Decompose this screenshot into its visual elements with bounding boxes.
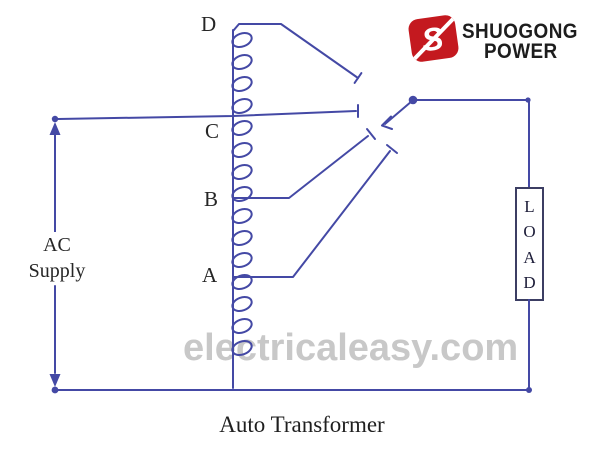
tap-label-c: C: [205, 119, 220, 143]
load-letter: D: [523, 272, 536, 292]
supply-branch: [49, 115, 61, 394]
brand-name-line2: POWER: [484, 40, 558, 63]
brand-logo: S SHUOGONG POWER: [405, 12, 595, 64]
load-label: L O A D: [517, 190, 542, 299]
supply-arrow-up-icon: [49, 122, 61, 135]
tap-b-wire: [232, 128, 376, 199]
selector-switch: [381, 95, 418, 130]
tap-label-d: D: [201, 12, 217, 36]
tap-label-b: B: [204, 187, 219, 211]
figure-caption: Auto Transformer: [219, 412, 385, 437]
tap-a-terminal-tick: [386, 144, 398, 154]
load-branch: [416, 97, 544, 391]
ac-supply-label-line2: Supply: [28, 260, 86, 282]
winding-coil: [231, 29, 253, 389]
tap-a-wire: [232, 144, 398, 278]
tap-d-terminal-tick: [353, 72, 363, 84]
junction-dot: [51, 115, 59, 123]
tap-b-terminal-tick: [366, 128, 376, 140]
tap-d-wire: [232, 23, 363, 84]
bottom-wire: [54, 387, 532, 393]
brand-name-line1: SHUOGONG: [462, 20, 578, 43]
supply-arrow-down-icon: [49, 374, 61, 387]
ac-supply-label-line1: AC: [43, 234, 71, 256]
load-letter: O: [523, 222, 536, 242]
wiper-arrowhead-icon: [381, 115, 393, 130]
ac-supply-label: AC Supply: [18, 232, 96, 284]
tap-label-a: A: [202, 263, 218, 287]
load-letter: A: [523, 247, 536, 267]
brand-badge-icon: S: [407, 13, 460, 64]
tap-c-wire: [57, 104, 359, 120]
load-letter: L: [524, 197, 535, 217]
